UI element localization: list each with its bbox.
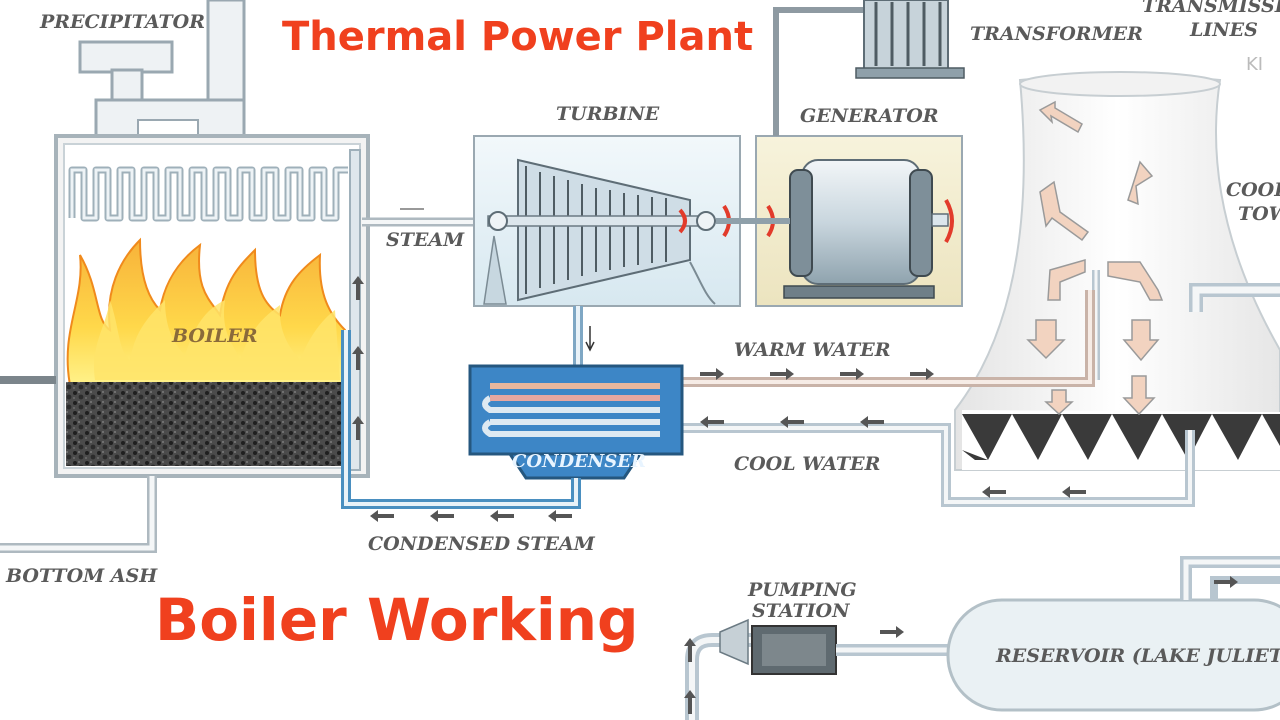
transmission-label-2: LINES <box>1189 19 1258 41</box>
cooling-tower <box>954 71 1280 471</box>
generator <box>755 135 963 307</box>
pumping-label-1: PUMPING <box>747 579 857 601</box>
condenser <box>468 364 684 480</box>
main-title: Thermal Power Plant <box>282 14 754 60</box>
condensed-steam-label: CONDENSED STEAM <box>368 533 596 555</box>
cooling-tower-label-1: COOLING <box>1226 179 1280 201</box>
turbine-label: TURBINE <box>556 103 660 125</box>
transformer <box>855 0 965 79</box>
reservoir-label: RESERVOIR (LAKE JULIETTE) <box>995 645 1280 667</box>
coal-bed <box>66 382 358 466</box>
reservoir <box>946 556 1280 712</box>
condenser-label: CONDENSER <box>512 451 646 472</box>
cool-water-label: COOL WATER <box>734 453 880 475</box>
warm-water-label: WARM WATER <box>734 339 891 361</box>
turbine <box>473 135 741 307</box>
transformer-label: TRANSFORMER <box>970 23 1143 45</box>
steam-label: STEAM <box>386 229 465 251</box>
precipitator <box>78 0 246 140</box>
boiler <box>54 134 370 478</box>
watermark-text: KI <box>1246 54 1263 75</box>
boiler-label: BOILER <box>171 325 257 347</box>
pumping-label-2: STATION <box>752 600 850 622</box>
subtitle: Boiler Working <box>155 586 639 654</box>
cooling-tower-label-2: TOWER <box>1238 203 1280 225</box>
bottom-ash-pipe <box>0 476 157 553</box>
pumping-station <box>684 618 948 720</box>
bottom-ash-label: BOTTOM ASH <box>5 565 158 587</box>
precipitator-label: PRECIPITATOR <box>39 11 205 33</box>
generator-label: GENERATOR <box>800 105 939 127</box>
transmission-label-1: TRANSMISSION <box>1142 0 1280 17</box>
